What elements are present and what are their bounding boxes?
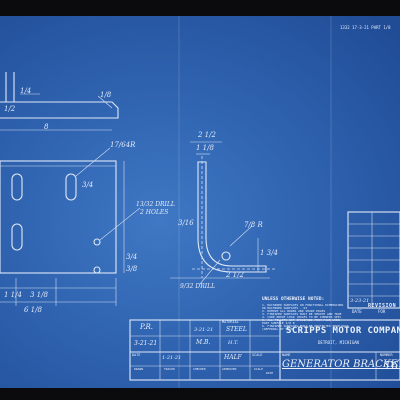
dim-top-c: 1/2 [4, 105, 16, 113]
dim-side-small: 3/16 [178, 219, 194, 227]
row-label-checked: CHECKED [193, 367, 206, 371]
row-label-drawn: DRAWN [134, 367, 144, 371]
revision-col-for: FOR [378, 309, 386, 314]
note-line: 4. CORE PROOF LEAD (HOLES TO BE CORNERS … [262, 314, 342, 319]
note-line: 2. REMOVE ALL BURRS AND SHARP EDGES [262, 308, 326, 313]
traced-date: 1-21-21 [162, 355, 182, 361]
drawn-date: 3-21-21 [134, 340, 158, 347]
heat-treat-value: H.T. [228, 340, 239, 346]
scale-label: SCALE [252, 353, 263, 357]
material-label: MATERIAL [222, 320, 239, 324]
row-label-traced: TRACED [164, 367, 175, 371]
blueprint-sheet: 1332 17-3-21 PART 1/8 1/4 1/8 1/2 8 17/6… [0, 16, 400, 388]
top-border [0, 0, 400, 16]
dim-front-side-b: 3/4 [126, 253, 138, 261]
number-label: NUMBER [380, 353, 393, 357]
dim-top-a: 1/4 [20, 87, 32, 95]
checked-by: M.B. [196, 339, 211, 346]
front-view [0, 147, 141, 306]
dim-front-bottom-a: 1 1/4 [4, 291, 22, 299]
part-name: GENERATOR BRACKET [282, 359, 400, 370]
company-location: DETROIT, MICHIGAN [318, 340, 359, 345]
header-code: 1332 17-3-21 PART 1/8 [340, 25, 391, 30]
dim-side-radius: 7/8 R [244, 221, 263, 229]
note-line: 1. MACHINED SURFACES ON FUNCTIONAL DIMEN… [262, 302, 344, 307]
note-line: 3. FINISHED SURFACES MUST BE SMOOTH AND … [262, 311, 342, 316]
top-view [0, 72, 119, 131]
drawn-by: P.R. [140, 323, 154, 331]
revision-table [347, 211, 400, 309]
note-line: 6. FINISHED SURFACES MUST BE PROTECTED F… [262, 323, 349, 328]
dim-drill-note-1: 13/32 DRILL [136, 201, 175, 208]
dim-front-hole-note: 17/64R [110, 141, 136, 149]
company-name: SCRIPPS MOTOR COMPANY [286, 326, 400, 336]
dim-side-top-a: 2 1/2 [198, 131, 216, 139]
dim-front-side-a: 3/4 [82, 181, 94, 189]
checked-date: 3-21-21 [194, 327, 214, 333]
dim-front-bottom-b: 3 1/8 [30, 291, 48, 299]
note-line: PART SURFACE 1/8 R [262, 320, 295, 325]
dim-drill-note-2: 2 HOLES [140, 209, 169, 216]
scale-value: HALF [224, 354, 242, 361]
note-line: (DEFERRAL BY SHOP) [262, 326, 295, 331]
note-line: OR MACHINED SURFACES - 63 [262, 305, 308, 310]
revision-label: REVISION [368, 303, 397, 309]
row-label-scale: SCALE [254, 367, 264, 371]
dim-side-bottom: 2 1/2 [226, 271, 244, 279]
name-label: NAME [282, 353, 291, 357]
dim-side-top-b: 1 1/8 [196, 144, 214, 152]
bottom-border [0, 388, 400, 400]
note-line: 5. ALL FILLETS NOT SPECIFIED FROM FOUR W… [262, 317, 340, 322]
dim-top-b: 1/8 [100, 91, 112, 99]
title-block-grid [129, 319, 400, 381]
row-label-date: DATE [266, 371, 274, 375]
revision-col-date: DATE [352, 309, 362, 314]
part-number: T6 [384, 359, 399, 372]
general-notes: UNLESS OTHERWISE NOTED: 1. MACHINED SURF… [262, 297, 349, 331]
side-view [170, 141, 276, 285]
dim-side-drill: 9/32 DRILL [180, 283, 216, 290]
dim-side-radius-b: 1 3/4 [260, 249, 278, 257]
date-label: DATE [132, 353, 141, 357]
row-label-approved: APPROVED [222, 367, 237, 371]
drawing-linework [0, 72, 400, 381]
dim-front-side-c: 3/8 [126, 265, 138, 273]
revision-date: 3-23-21 [350, 298, 370, 304]
material-value: STEEL [226, 326, 247, 333]
dim-top-d: 8 [44, 123, 49, 131]
dim-front-bottom-total: 6 1/8 [24, 306, 42, 314]
notes-heading: UNLESS OTHERWISE NOTED: [262, 297, 325, 302]
